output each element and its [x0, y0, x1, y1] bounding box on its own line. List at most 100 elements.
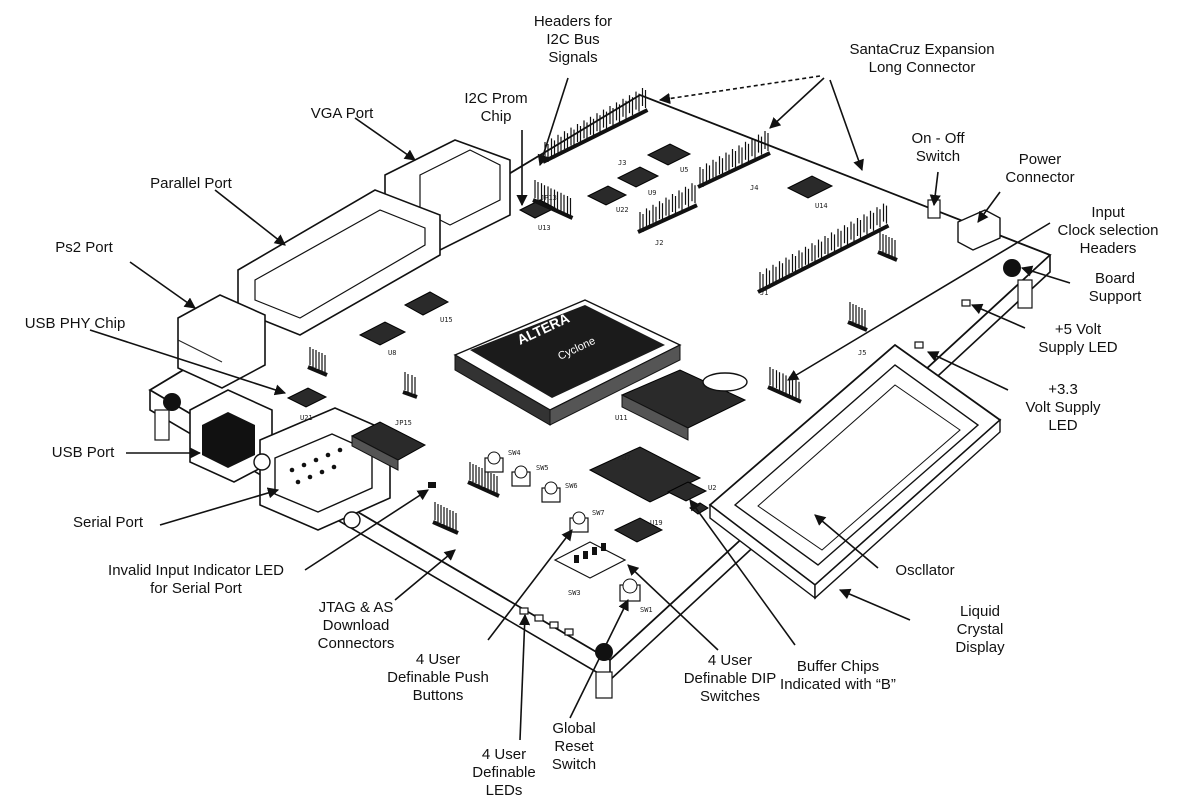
header-u20	[307, 347, 328, 377]
arrow-on-off	[929, 171, 941, 207]
header-base	[542, 108, 649, 164]
label-oscillator: Oscllator	[895, 562, 954, 579]
push-button-sw7-label: SW7	[592, 509, 605, 517]
label-line: Supply LED	[1038, 339, 1117, 356]
header-base	[697, 151, 771, 189]
label-ps2: Ps2 Port	[55, 239, 113, 256]
label-line: Clock selection	[1058, 222, 1159, 239]
label-line: Volt Supply	[1025, 399, 1101, 416]
chip-large-u3	[620, 369, 747, 441]
label-line: 4 User	[416, 651, 460, 668]
label-parallel: Parallel Port	[150, 175, 233, 192]
arrow-jtag	[394, 549, 456, 601]
label-line: Support	[1089, 288, 1142, 305]
arrow-vga	[354, 117, 416, 161]
label-line: Global	[552, 720, 595, 737]
pointer-arrows	[89, 75, 1071, 741]
chip-u19: U19	[613, 517, 664, 543]
header-base	[767, 385, 802, 404]
arrow-headers-i2c	[537, 77, 569, 167]
push-button-sw4-label: SW4	[508, 449, 521, 457]
chip-u21-usb-phy: U21	[286, 387, 328, 422]
chip-u19-label: U19	[650, 519, 663, 527]
arrow-input-clock	[787, 222, 1051, 381]
label-line: Definable DIP	[684, 670, 777, 687]
arrow-santacruz-j4	[769, 77, 825, 129]
label-line: I2C Prom	[464, 90, 527, 107]
header-base	[757, 223, 890, 294]
header-jp3	[847, 302, 868, 332]
header-jp5	[877, 232, 898, 262]
header-base	[637, 203, 698, 234]
header-j2	[637, 183, 698, 234]
label-line: Parallel Port	[150, 175, 233, 192]
arrow-plus5	[970, 303, 1026, 329]
label-line: Crystal	[957, 621, 1004, 638]
header-base	[847, 320, 868, 332]
label-line: LEDs	[486, 782, 523, 799]
label-line: Definable	[472, 764, 535, 781]
label-line: +5 Volt	[1055, 321, 1102, 338]
header-as	[467, 462, 500, 498]
label-line: SantaCruz Expansion	[849, 41, 994, 58]
label-line: USB Port	[52, 444, 115, 461]
chip-u5: U5	[646, 143, 692, 174]
label-line: VGA Port	[311, 105, 374, 122]
label-line: Signals	[548, 49, 597, 66]
chip-u13-label: U13	[538, 224, 551, 232]
power-jack	[957, 209, 1001, 251]
label-serial-port: Serial Port	[73, 514, 144, 531]
label-line: USB PHY Chip	[25, 315, 126, 332]
arrow-ps2	[129, 261, 196, 309]
label-line: Connector	[1005, 169, 1074, 186]
arrow-oscillator	[814, 514, 879, 569]
label-line: On - Off	[911, 130, 965, 147]
label-line: Invalid Input Indicator LED	[108, 562, 284, 579]
label-line: Indicated with “B”	[780, 676, 896, 693]
arrow-dip	[627, 564, 719, 651]
chip-u14-label: U14	[815, 202, 828, 210]
arrow-usb-phy	[89, 329, 287, 396]
header-jp15	[402, 372, 418, 399]
chips: U8 U15 U13 U5 U9 U22 U14	[286, 143, 834, 543]
label-line: Oscllator	[895, 562, 954, 579]
label-line: Power	[1019, 151, 1062, 168]
chip-u2: U2	[666, 481, 716, 502]
header-jp13-label: JP13	[540, 194, 557, 202]
connector-j5-label: J5	[858, 349, 866, 357]
push-button-sw4	[569, 511, 589, 533]
arrow-power	[977, 191, 1001, 223]
label-line: Switches	[700, 688, 760, 705]
push-button-sw6-label: SW6	[565, 482, 578, 490]
arrow-user-leds	[519, 613, 531, 741]
label-line: Connectors	[318, 635, 395, 652]
connector-j4-label: J4	[750, 184, 758, 192]
label-line: Headers for	[534, 13, 612, 30]
chip-u5-label: U5	[680, 166, 688, 174]
header-base	[877, 250, 898, 262]
headers	[307, 88, 898, 535]
label-line: 4 User	[482, 746, 526, 763]
label-line: Headers	[1080, 240, 1137, 257]
label-line: for Serial Port	[150, 580, 243, 597]
mount-hole-left	[163, 393, 181, 411]
chip-u2-label: U2	[708, 484, 716, 492]
arrow-board-support	[1020, 265, 1071, 284]
header-base	[307, 365, 328, 377]
push-buttons: SW4 SW5 SW6 SW7	[484, 449, 605, 533]
push-button-sw1	[484, 451, 504, 473]
label-line: JTAG & AS	[319, 599, 394, 616]
oscillator-crystal	[702, 372, 748, 392]
